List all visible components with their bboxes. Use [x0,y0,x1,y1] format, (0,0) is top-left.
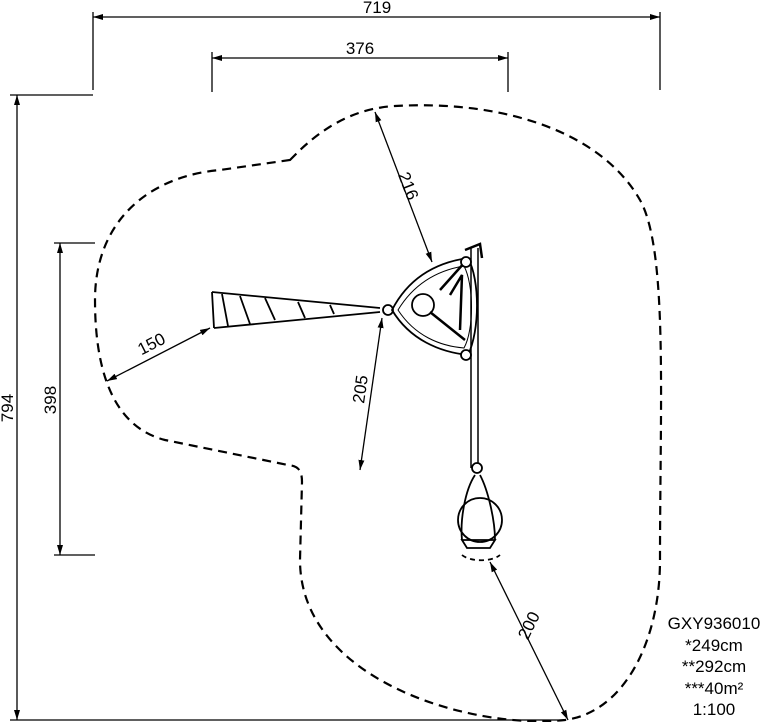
dim-label-719: 719 [363,0,391,17]
info-block: GXY936010 *249cm **292cm ***40m² 1:100 [659,613,769,721]
dimension-structure-width [211,52,509,92]
play-structure [211,242,503,562]
dimension-200-line [489,561,569,721]
triangle-frame [390,257,478,356]
height-2: **292cm [681,657,747,676]
product-code: GXY936010 [667,614,761,633]
ladder [211,291,381,329]
area: ***40m² [684,678,744,698]
dim-label-150: 150 [135,329,169,359]
dimension-overall-width [92,12,661,90]
basket-swing [457,474,503,562]
dim-label-376: 376 [346,39,374,58]
dimension-216-line [374,111,433,263]
swing-seat [411,293,435,317]
dim-label-205: 205 [349,374,372,405]
support-pole [470,248,479,468]
height-1: *249cm [685,635,743,655]
dimension-structure-depth [54,242,95,556]
dim-label-216: 216 [394,169,422,202]
dim-label-398: 398 [41,386,60,414]
dimension-205-line [358,317,384,471]
dim-label-200: 200 [514,609,544,643]
dimension-150-line [106,327,211,382]
scale: 1:100 [692,700,736,719]
dim-label-794: 794 [0,394,17,422]
safety-zone-outline [93,104,663,722]
dimension-overall-depth [10,94,565,721]
